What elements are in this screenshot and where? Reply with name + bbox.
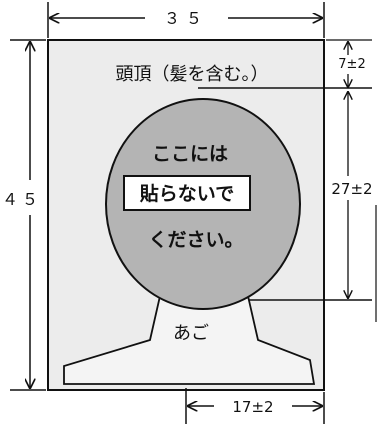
- head-top-label: 頭頂（髪を含む。）: [116, 63, 269, 85]
- chin-width-dimension: 17±2: [185, 388, 325, 424]
- height-dimension: ４５: [2, 39, 46, 391]
- chin-width-label: 17±2: [232, 398, 273, 416]
- face-text-box: [123, 175, 251, 211]
- chin-label: あご: [173, 323, 209, 344]
- width-label: ３５: [164, 9, 208, 28]
- face-height-dimension: 27±2: [331, 92, 373, 298]
- face-text-line3: ください。: [148, 229, 243, 251]
- width-dimension: ３５: [47, 2, 325, 38]
- height-label: ４５: [2, 190, 42, 209]
- face-text-line2: 貼らないで: [140, 182, 234, 205]
- shoulders-shape: [63, 295, 316, 385]
- top-margin-label: 7±2: [338, 57, 365, 72]
- face-text-line1: ここには: [152, 143, 228, 165]
- face-height-label: 27±2: [331, 180, 372, 198]
- top-margin-dimension: 7±2: [326, 39, 372, 87]
